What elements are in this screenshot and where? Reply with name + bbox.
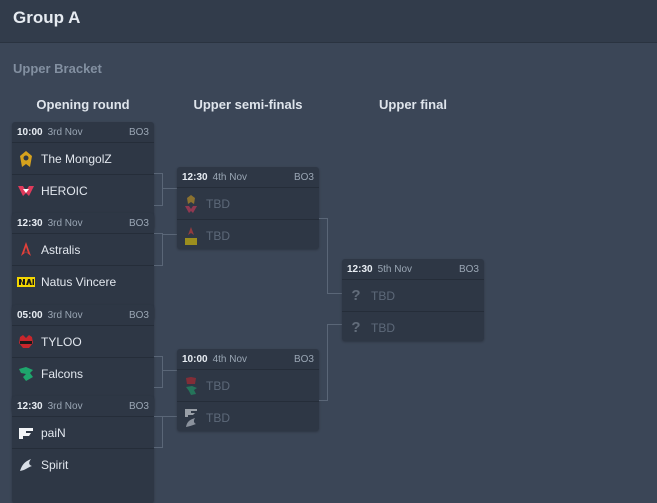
- match-date: 3rd Nov: [47, 217, 83, 229]
- team-name: TBD: [206, 228, 230, 243]
- match-card-semi-1[interactable]: 12:30 4th Nov BO3 TBD TBD: [177, 167, 319, 249]
- team-row[interactable]: Astralis: [12, 234, 154, 265]
- falcons-logo-icon: [17, 365, 35, 383]
- pain-logo-icon: [17, 424, 35, 442]
- match-date: 4th Nov: [212, 353, 248, 365]
- match-card-opening-3[interactable]: 05:00 3rd Nov BO3 TYLOO Falcons: [12, 305, 154, 412]
- match-header: 12:30 3rd Nov BO3: [12, 396, 154, 417]
- team-row[interactable]: The MongolZ: [12, 143, 154, 174]
- bracket-connector: [154, 233, 163, 266]
- match-format: BO3: [128, 309, 149, 321]
- team-name: HEROIC: [41, 183, 88, 198]
- match-format: BO3: [293, 171, 314, 183]
- team-name: TYLOO: [41, 334, 82, 349]
- match-header: 05:00 3rd Nov BO3: [12, 305, 154, 326]
- bracket-connector: [162, 234, 177, 235]
- team-name: Falcons: [41, 366, 84, 381]
- bracket-connector: [162, 416, 177, 417]
- mongolz-heroic-logo-icon: [182, 194, 200, 213]
- team-name: TBD: [371, 320, 395, 335]
- match-card-opening-1[interactable]: 10:00 3rd Nov BO3 The MongolZ HEROIC: [12, 122, 154, 229]
- match-time: 12:30: [347, 263, 373, 275]
- match-time: 12:30: [182, 171, 208, 183]
- section-label-upper-bracket: Upper Bracket: [13, 61, 102, 76]
- round-title-semis: Upper semi-finals: [193, 97, 303, 112]
- team-row[interactable]: TBD: [177, 219, 319, 251]
- team-name: Natus Vincere: [41, 274, 117, 289]
- match-time: 05:00: [17, 309, 43, 321]
- bracket-connector: [154, 416, 163, 448]
- tyloo-falcons-logo-icon: [182, 376, 200, 395]
- team-row[interactable]: Natus Vincere: [12, 265, 154, 297]
- match-card-opening-4[interactable]: 12:30 3rd Nov BO3 paiN Spirit: [12, 396, 154, 503]
- tyloo-logo-icon: [17, 333, 35, 351]
- spirit-logo-icon: [17, 456, 35, 474]
- team-row[interactable]: TBD: [177, 188, 319, 219]
- match-format: BO3: [128, 217, 149, 229]
- team-name: TBD: [206, 196, 230, 211]
- match-header: 12:30 4th Nov BO3: [177, 167, 319, 188]
- match-date: 3rd Nov: [47, 400, 83, 412]
- match-date: 3rd Nov: [47, 126, 83, 138]
- match-date: 4th Nov: [212, 171, 248, 183]
- match-date: 5th Nov: [377, 263, 413, 275]
- match-header: 12:30 3rd Nov BO3: [12, 213, 154, 234]
- team-name: Spirit: [41, 457, 69, 472]
- match-card-opening-2[interactable]: 12:30 3rd Nov BO3 Astralis Natus Vincere: [12, 213, 154, 320]
- bracket-connector: [327, 324, 342, 325]
- team-row[interactable]: Spirit: [12, 448, 154, 480]
- team-name: Astralis: [41, 242, 81, 257]
- pain-spirit-logo-icon: [182, 408, 200, 427]
- astralis-navi-logo-icon: [182, 226, 200, 245]
- group-title: Group A: [13, 8, 81, 27]
- team-row[interactable]: ? TBD: [342, 311, 484, 343]
- match-card-semi-2[interactable]: 10:00 4th Nov BO3 TBD TBD: [177, 349, 319, 431]
- team-row[interactable]: paiN: [12, 417, 154, 448]
- match-time: 12:30: [17, 217, 43, 229]
- match-date: 3rd Nov: [47, 309, 83, 321]
- team-name: TBD: [206, 410, 230, 425]
- team-row[interactable]: TYLOO: [12, 326, 154, 357]
- bracket-connector: [327, 293, 342, 294]
- question-mark-icon: ?: [351, 287, 361, 304]
- match-time: 10:00: [182, 353, 208, 365]
- match-header: 10:00 4th Nov BO3: [177, 349, 319, 370]
- match-time: 12:30: [17, 400, 43, 412]
- match-header: 10:00 3rd Nov BO3: [12, 122, 154, 143]
- match-format: BO3: [128, 126, 149, 138]
- team-row[interactable]: TBD: [177, 370, 319, 401]
- round-title-final: Upper final: [379, 97, 447, 112]
- navi-logo-icon: [17, 273, 35, 291]
- bracket-connector: [162, 370, 177, 371]
- team-row[interactable]: TBD: [177, 401, 319, 433]
- team-row[interactable]: HEROIC: [12, 174, 154, 206]
- bracket-connector: [154, 173, 163, 206]
- question-mark-icon: ?: [351, 319, 361, 336]
- match-time: 10:00: [17, 126, 43, 138]
- bracket-connector: [154, 356, 163, 388]
- match-card-final[interactable]: 12:30 5th Nov BO3 ? TBD ? TBD: [342, 259, 484, 341]
- bracket-connector: [319, 218, 328, 294]
- astralis-logo-icon: [17, 241, 35, 259]
- team-name: TBD: [371, 288, 395, 303]
- match-format: BO3: [458, 263, 479, 275]
- bracket-connector: [319, 324, 328, 401]
- bracket-connector: [162, 188, 177, 189]
- heroic-logo-icon: [17, 182, 35, 200]
- match-format: BO3: [293, 353, 314, 365]
- mongolz-logo-icon: [17, 150, 35, 168]
- match-format: BO3: [128, 400, 149, 412]
- team-name: TBD: [206, 378, 230, 393]
- team-name: paiN: [41, 425, 66, 440]
- team-row[interactable]: ? TBD: [342, 280, 484, 311]
- team-row[interactable]: Falcons: [12, 357, 154, 389]
- round-title-opening: Opening round: [36, 97, 130, 112]
- group-header: Group A: [0, 0, 657, 43]
- match-header: 12:30 5th Nov BO3: [342, 259, 484, 280]
- team-name: The MongolZ: [41, 151, 112, 166]
